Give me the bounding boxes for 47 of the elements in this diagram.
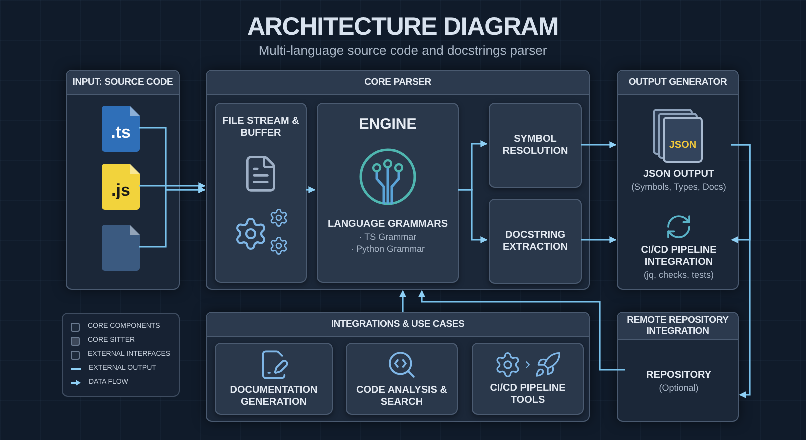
component-card <box>317 103 459 283</box>
node-note: · Python Grammar <box>350 242 426 255</box>
node-label: CI/CD PIPELINE INTEGRATION <box>640 245 718 269</box>
node-label: CI/CD PIPELINE TOOLS <box>489 383 567 407</box>
file-icon: .js <box>102 164 140 210</box>
arrow <box>581 142 617 148</box>
diagram-title: ARCHITECTURE DIAGRAM <box>247 12 559 42</box>
node-label: REPOSITORY <box>646 370 712 382</box>
node-note: · TS Grammar <box>359 230 417 243</box>
node-label: JSON OUTPUT <box>643 169 715 181</box>
panel <box>206 70 590 290</box>
node-label: LANGUAGE GRAMMARS <box>328 218 448 231</box>
file-icon: .ts <box>102 106 140 152</box>
arrow <box>581 236 617 244</box>
component-card <box>215 343 333 415</box>
arrow <box>306 186 316 194</box>
node-label: CODE ANALYSIS & SEARCH <box>356 385 448 409</box>
node-note: (Symbols, Types, Docs) <box>632 181 726 193</box>
arrow <box>458 189 488 244</box>
panel-heading: OUTPUT GENERATOR <box>628 77 728 88</box>
component-card <box>215 103 307 283</box>
panel-heading: REMOTE REPOSITORY INTEGRATION <box>626 315 730 337</box>
node-label: DOCSTRING EXTRACTION <box>502 230 569 254</box>
component-card <box>346 343 458 415</box>
diagram-subtitle: Multi-language source code and docstrings parser <box>258 42 548 60</box>
arrow <box>139 182 206 190</box>
node-note: (jq, checks, tests) <box>644 269 714 281</box>
node-label: DOCUMENTATION GENERATION <box>229 385 319 409</box>
panel-heading: CORE PARSER <box>364 77 432 88</box>
arrow <box>731 144 751 398</box>
panel <box>617 70 739 290</box>
arrow <box>139 186 206 248</box>
file-icon <box>102 225 140 271</box>
panel-heading: INPUT: SOURCE CODE <box>72 77 174 88</box>
node-label: ENGINE <box>359 116 417 135</box>
node-label: FILE STREAM & BUFFER <box>222 116 300 140</box>
component-card <box>489 103 582 188</box>
arrow <box>418 290 625 371</box>
component-card <box>489 199 582 284</box>
panel <box>206 312 590 422</box>
panel <box>66 70 180 290</box>
panel <box>617 312 739 422</box>
panel-heading: INTEGRATIONS & USE CASES <box>331 319 465 330</box>
node-label: SYMBOL RESOLUTION <box>502 134 570 158</box>
arrow <box>400 290 406 312</box>
node-note: (Optional) <box>659 382 699 394</box>
component-card <box>472 343 584 415</box>
